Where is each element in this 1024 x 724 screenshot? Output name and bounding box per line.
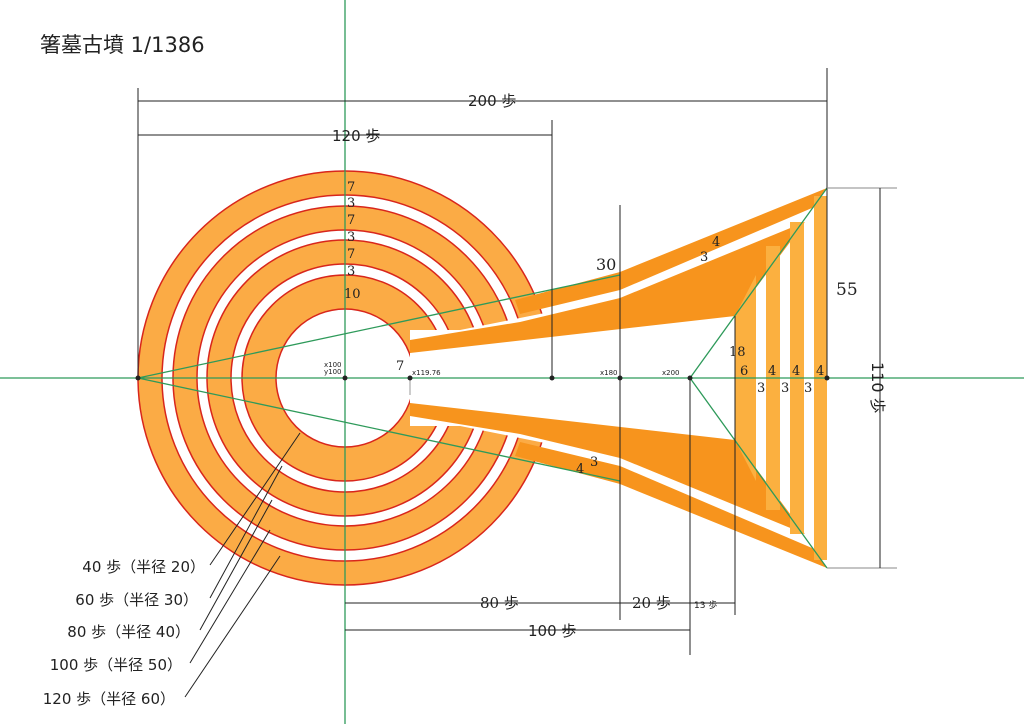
line-mark bbox=[687, 375, 693, 381]
front-width-labels: 7 18 6 4 4 4 3 3 3 4 3 4 3 bbox=[396, 235, 824, 477]
label: 3 bbox=[781, 381, 789, 396]
label: 7 bbox=[347, 180, 355, 195]
label: y100 bbox=[324, 368, 342, 376]
points bbox=[135, 375, 830, 381]
legend-item: 80 歩（半径 40） bbox=[67, 623, 190, 641]
label: 7 bbox=[396, 359, 404, 374]
label: 3 bbox=[700, 250, 708, 265]
label: 3 bbox=[590, 455, 598, 470]
page-title: 箸墓古墳 1/1386 bbox=[40, 33, 205, 57]
label: x100 bbox=[324, 361, 342, 369]
label: 3 bbox=[757, 381, 765, 396]
line-mark bbox=[824, 375, 830, 381]
ring-width-labels: 7 3 7 3 7 3 10 bbox=[344, 180, 361, 302]
label: x180 bbox=[600, 369, 618, 377]
label: 4 bbox=[816, 364, 824, 379]
label: 4 bbox=[768, 364, 776, 379]
dim-100: 100 歩 bbox=[528, 622, 576, 640]
upper-outer-band bbox=[515, 188, 827, 314]
label: x200 bbox=[662, 369, 680, 377]
dim-20: 20 歩 bbox=[632, 594, 671, 612]
front-bands bbox=[410, 188, 827, 568]
dim-200: 200 歩 bbox=[468, 92, 516, 110]
label: 3 bbox=[347, 264, 355, 279]
label: 7 bbox=[347, 247, 355, 262]
line-mark bbox=[199, 499, 273, 631]
line-mark bbox=[209, 432, 301, 566]
line-mark bbox=[209, 465, 283, 599]
dim-120: 120 歩 bbox=[332, 127, 380, 145]
legend-item: 120 歩（半径 60） bbox=[43, 690, 175, 708]
lower-inner-band bbox=[410, 403, 805, 534]
label: 3 bbox=[347, 196, 355, 211]
label: 4 bbox=[576, 462, 584, 477]
line-mark bbox=[617, 375, 623, 381]
label: 6 bbox=[740, 364, 748, 379]
label: 18 bbox=[729, 345, 746, 360]
label: x119.76 bbox=[412, 369, 441, 377]
lower-outer-band bbox=[515, 442, 827, 568]
ring-legend: 40 歩（半径 20） 60 歩（半径 30） 80 歩（半径 40） 100 … bbox=[43, 558, 205, 708]
label: 3 bbox=[804, 381, 812, 396]
label: 4 bbox=[792, 364, 800, 379]
line-mark bbox=[135, 375, 141, 381]
label: 4 bbox=[712, 235, 720, 250]
dimension-lines bbox=[137, 68, 897, 698]
line-mark bbox=[407, 375, 413, 381]
line-mark bbox=[342, 375, 348, 381]
line-mark bbox=[184, 555, 281, 698]
dim-30: 30 bbox=[596, 255, 616, 274]
point-labels: x100 y100 x119.76 x180 x200 bbox=[324, 361, 680, 377]
line-mark bbox=[189, 529, 271, 664]
dim-13: 13 歩 bbox=[694, 599, 717, 611]
line-mark bbox=[549, 375, 555, 381]
dim-110: 110 歩 bbox=[868, 362, 887, 414]
legend-item: 40 歩（半径 20） bbox=[82, 558, 205, 576]
dim-80: 80 歩 bbox=[480, 594, 519, 612]
label: 3 bbox=[347, 230, 355, 245]
legend-item: 60 歩（半径 30） bbox=[75, 591, 198, 609]
upper-inner-band bbox=[410, 222, 805, 353]
legend-item: 100 歩（半径 50） bbox=[50, 656, 182, 674]
label: 7 bbox=[347, 213, 355, 228]
dim-55: 55 bbox=[836, 280, 858, 300]
label: 10 bbox=[344, 287, 361, 302]
